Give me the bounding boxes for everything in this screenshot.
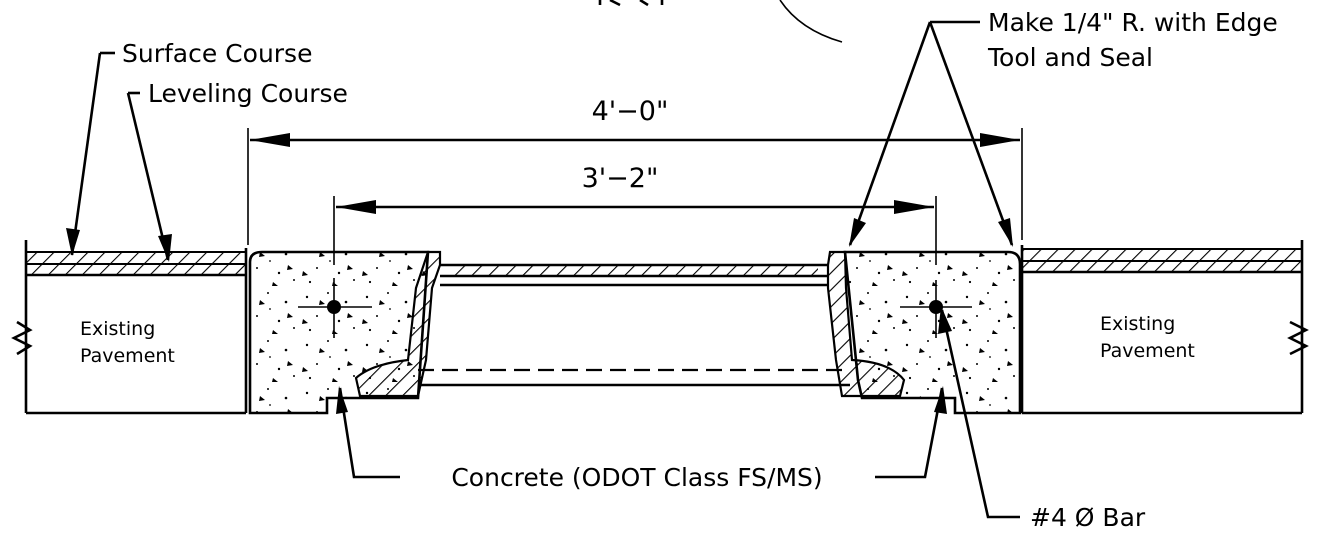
callout-edge-tool: Make 1/4" R. with Edge Tool and Seal bbox=[848, 8, 1278, 247]
dim-outer-label: 4'−0" bbox=[592, 96, 669, 127]
existing-pavement-right bbox=[1020, 240, 1309, 415]
leveling-course-right bbox=[1021, 248, 1303, 262]
surface-course-left bbox=[25, 263, 247, 276]
surface-course-label: Surface Course bbox=[122, 39, 312, 68]
rebar-right bbox=[900, 280, 972, 338]
callout-surface-course: Surface Course bbox=[66, 39, 312, 256]
concrete-label: Concrete (ODOT Class FS/MS) bbox=[451, 463, 822, 492]
pavement-right-label-1: Existing bbox=[1100, 313, 1175, 335]
manhole-frame bbox=[354, 250, 906, 398]
callout-bar: #4 Ø Bar bbox=[938, 306, 1146, 532]
edge-tool-label-2: Tool and Seal bbox=[987, 43, 1153, 72]
rebar-left bbox=[298, 278, 372, 338]
dimension-inner: 3'−2" bbox=[333, 163, 937, 265]
bar-label: #4 Ø Bar bbox=[1030, 503, 1146, 532]
existing-pavement-left bbox=[11, 240, 248, 415]
plan-title-fragment bbox=[598, 0, 843, 43]
leveling-course-left bbox=[25, 251, 247, 265]
callout-concrete: Concrete (ODOT Class FS/MS) bbox=[336, 386, 947, 492]
callout-leveling-course: Leveling Course bbox=[126, 79, 348, 262]
dimension-outer: 4'−0" bbox=[247, 96, 1023, 245]
surface-course-right bbox=[1021, 260, 1303, 273]
pavement-right-label-2: Pavement bbox=[1100, 340, 1195, 362]
pavement-left-label-1: Existing bbox=[80, 318, 155, 340]
dim-inner-label: 3'−2" bbox=[582, 163, 659, 194]
pavement-left-label-2: Pavement bbox=[80, 345, 175, 367]
edge-tool-label-1: Make 1/4" R. with Edge bbox=[988, 8, 1278, 37]
leveling-course-label: Leveling Course bbox=[148, 79, 348, 108]
